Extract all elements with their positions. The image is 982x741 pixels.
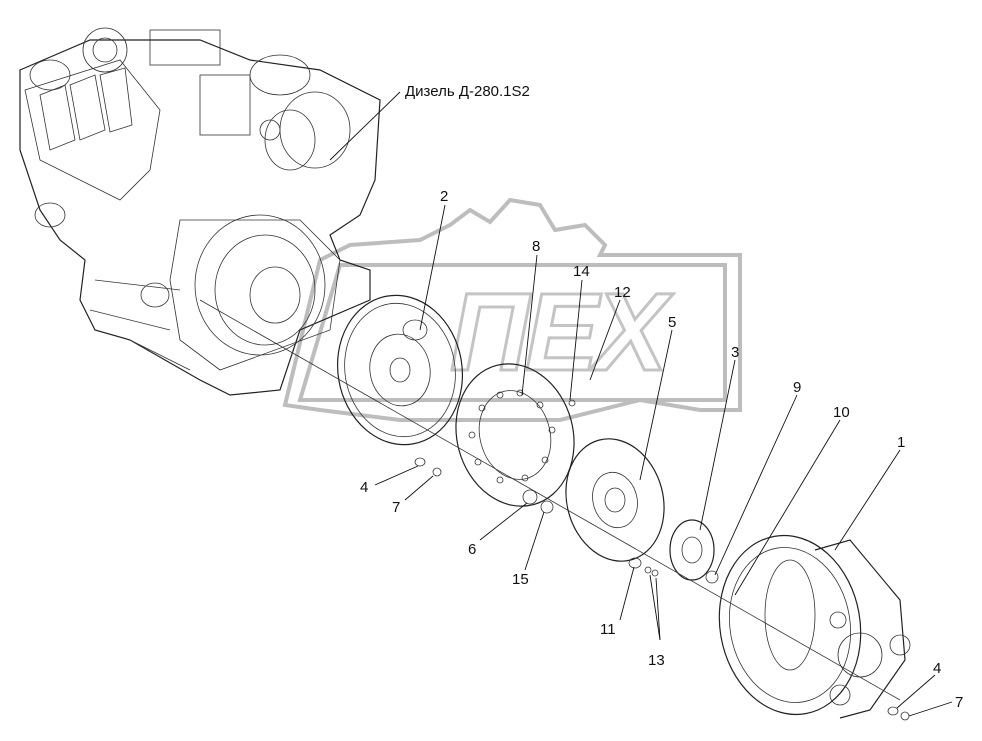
callout-4-left: 4 [360, 479, 368, 496]
engine-label: Дизель Д-280.1S2 [405, 83, 530, 100]
watermark: ПЕХ [282, 197, 742, 422]
coupling-disc-part-5 [565, 438, 665, 562]
diesel-engine [19, 27, 381, 396]
callout-9: 9 [793, 379, 801, 396]
callout-4-right: 4 [933, 660, 941, 677]
watermark-text: ПЕХ [450, 271, 673, 394]
callout-10: 10 [833, 404, 850, 421]
hub-part-3 [669, 519, 715, 581]
assembly-axis-line [199, 299, 901, 701]
callout-7-right: 7 [955, 694, 963, 711]
callout-2: 2 [440, 188, 448, 205]
callout-14: 14 [573, 263, 590, 280]
labels: Дизель Д-280.1S2 2 8 14 12 5 3 9 10 1 4 … [360, 83, 963, 711]
callout-15: 15 [512, 571, 529, 588]
callout-11: 11 [600, 621, 616, 638]
callout-12: 12 [614, 284, 631, 301]
callout-8: 8 [532, 238, 540, 255]
callout-1: 1 [897, 434, 905, 451]
housing-part-1 [718, 534, 911, 719]
watermark-gear-outline [282, 197, 742, 422]
watermark-inner-frame [297, 263, 727, 402]
small-parts [414, 399, 910, 721]
flange-plate-part-8 [455, 363, 575, 507]
flywheel-part-2 [336, 294, 464, 446]
callout-3: 3 [731, 344, 739, 361]
callout-5: 5 [668, 314, 676, 331]
callout-6: 6 [468, 541, 476, 558]
callout-13: 13 [648, 652, 665, 669]
leader-lines [329, 91, 953, 717]
callout-7-left: 7 [392, 499, 400, 516]
